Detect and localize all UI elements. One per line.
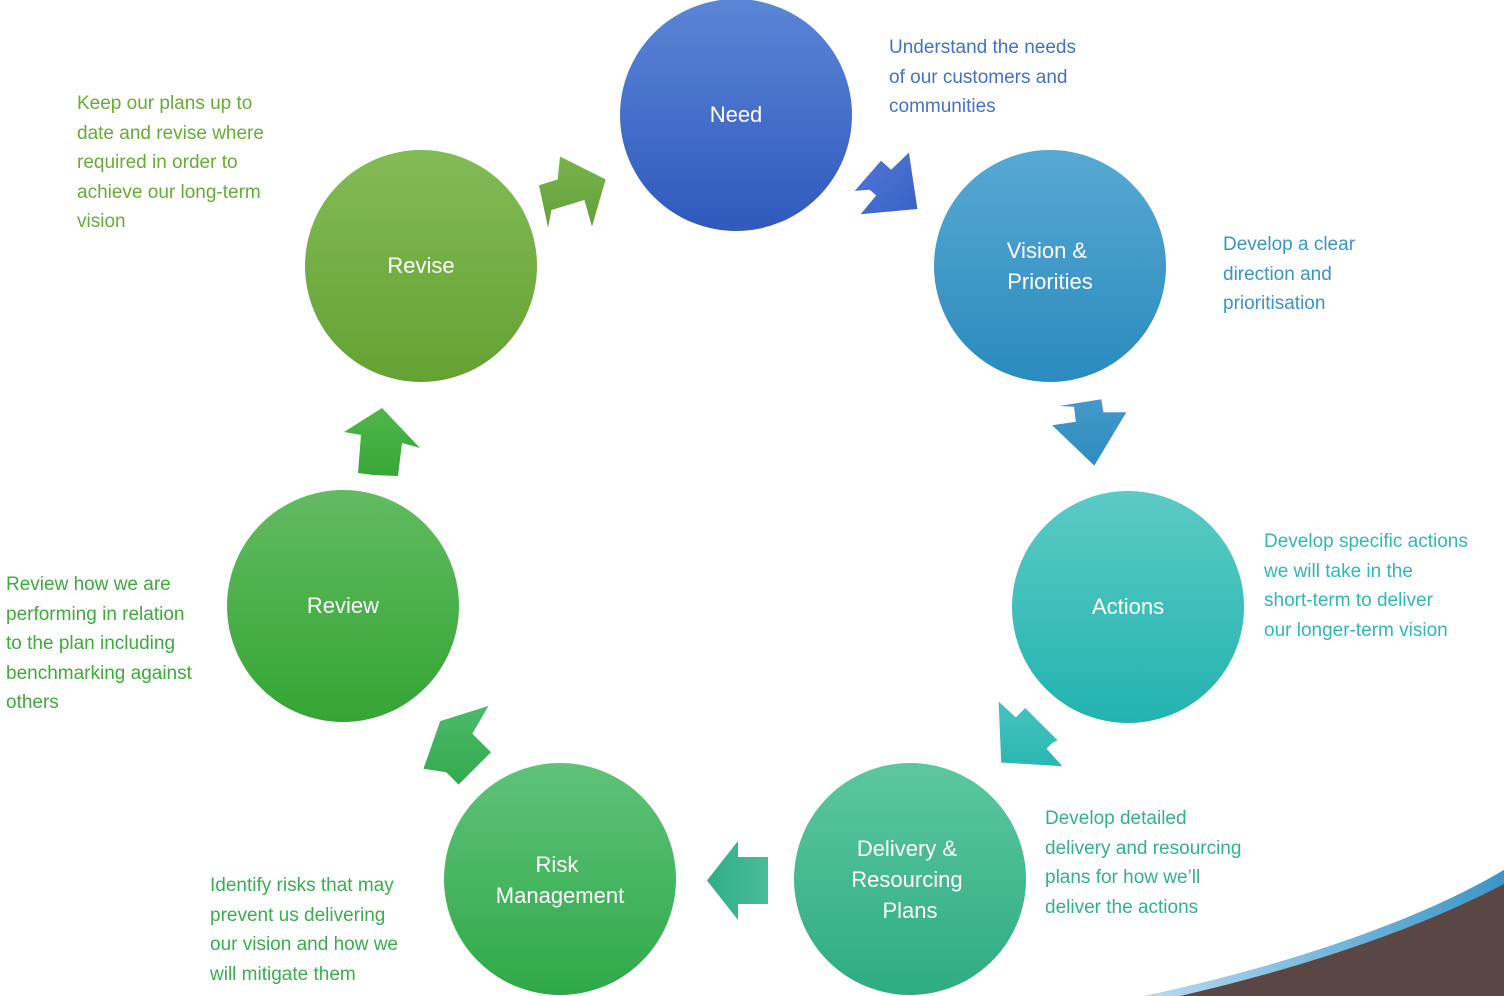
circle-revise — [305, 150, 537, 382]
delivery-description-line: delivery and resourcing — [1045, 837, 1242, 859]
arrow-actions-to-delivery — [998, 701, 1063, 767]
need-description-line: of our customers and — [889, 66, 1068, 88]
circle-actions — [1012, 491, 1244, 723]
review-description-line: benchmarking against — [6, 662, 192, 684]
cycle-arrows — [344, 152, 1127, 920]
arrow-need-to-vision — [854, 152, 918, 215]
revise-label: Revise — [387, 253, 454, 278]
stage-actions: Actions — [1012, 491, 1244, 723]
arrow-review-to-revise — [344, 408, 420, 476]
delivery-description-line: deliver the actions — [1045, 896, 1199, 918]
delivery-description-line: plans for how we’ll — [1045, 867, 1201, 888]
vision-description-line: prioritisation — [1223, 293, 1326, 314]
arrow-delivery-to-risk — [707, 841, 768, 920]
revise-description: Keep our plans up to date and revise whe… — [77, 89, 264, 237]
need-label: Need — [710, 102, 763, 127]
circle-vision-priorities — [934, 150, 1166, 382]
vision-description-line: Develop a clear — [1223, 234, 1356, 255]
review-description-line: others — [6, 692, 59, 713]
actions-description-line: Develop specific actions — [1264, 531, 1468, 552]
corner-decoration — [1145, 870, 1504, 996]
revise-description-line: achieve our long-term — [77, 181, 261, 203]
vision-description-line: direction and — [1223, 263, 1332, 285]
vision-priorities-label: Vision & Priorities — [1007, 238, 1093, 294]
risk-description-line: Identify risks that may — [210, 875, 394, 896]
need-description-line: communities — [889, 96, 996, 117]
actions-label: Actions — [1092, 594, 1164, 619]
circle-risk-management — [444, 763, 676, 995]
review-description: Review how we are performing in relation… — [6, 570, 192, 718]
actions-description-line: we will take in the — [1264, 560, 1413, 582]
revise-description-line: Keep our plans up to — [77, 93, 253, 114]
stage-need: Need — [620, 0, 852, 231]
stage-delivery-resourcing: Delivery & Resourcing Plans — [794, 763, 1026, 995]
risk-description-line: our vision and how we — [210, 934, 398, 955]
stage-review: Review — [227, 490, 459, 722]
review-description-line: to the plan including — [6, 633, 176, 654]
review-label: Review — [307, 593, 379, 618]
stage-revise: Revise — [305, 150, 537, 382]
delivery-resourcing-label: Delivery & Resourcing Plans — [851, 836, 968, 923]
stage-risk-management: Risk Management — [444, 763, 676, 995]
delivery-resourcing-description: Develop detailed delivery and resourcing… — [1045, 804, 1241, 922]
arrow-revise-to-need — [539, 156, 606, 228]
vision-priorities-description: Develop a clear direction and prioritisa… — [1223, 230, 1355, 319]
need-description: Understand the needs of our customers an… — [889, 33, 1076, 122]
circle-review — [227, 490, 459, 722]
arrow-vision-to-actions — [1052, 399, 1127, 466]
circle-need — [620, 0, 852, 231]
review-description-line: performing in relation — [6, 603, 185, 625]
risk-management-description: Identify risks that may prevent us deliv… — [210, 871, 398, 989]
actions-description-line: our longer-term vision — [1264, 619, 1448, 641]
delivery-description-line: Develop detailed — [1045, 808, 1187, 829]
actions-description: Develop specific actions we will take in… — [1264, 527, 1468, 645]
circle-delivery-resourcing — [794, 763, 1026, 995]
stage-vision-priorities: Vision & Priorities — [934, 150, 1166, 382]
revise-description-line: vision — [77, 211, 126, 232]
revise-description-line: required in order to — [77, 152, 238, 173]
need-description-line: Understand the needs — [889, 37, 1076, 58]
revise-description-line: date and revise where — [77, 122, 264, 144]
review-description-line: Review how we are — [6, 574, 171, 595]
risk-management-label: Risk Management — [496, 852, 624, 908]
actions-description-line: short-term to deliver — [1264, 590, 1433, 611]
arrow-risk-to-review — [423, 705, 491, 785]
risk-description-line: prevent us delivering — [210, 904, 386, 926]
risk-description-line: will mitigate them — [210, 963, 356, 985]
